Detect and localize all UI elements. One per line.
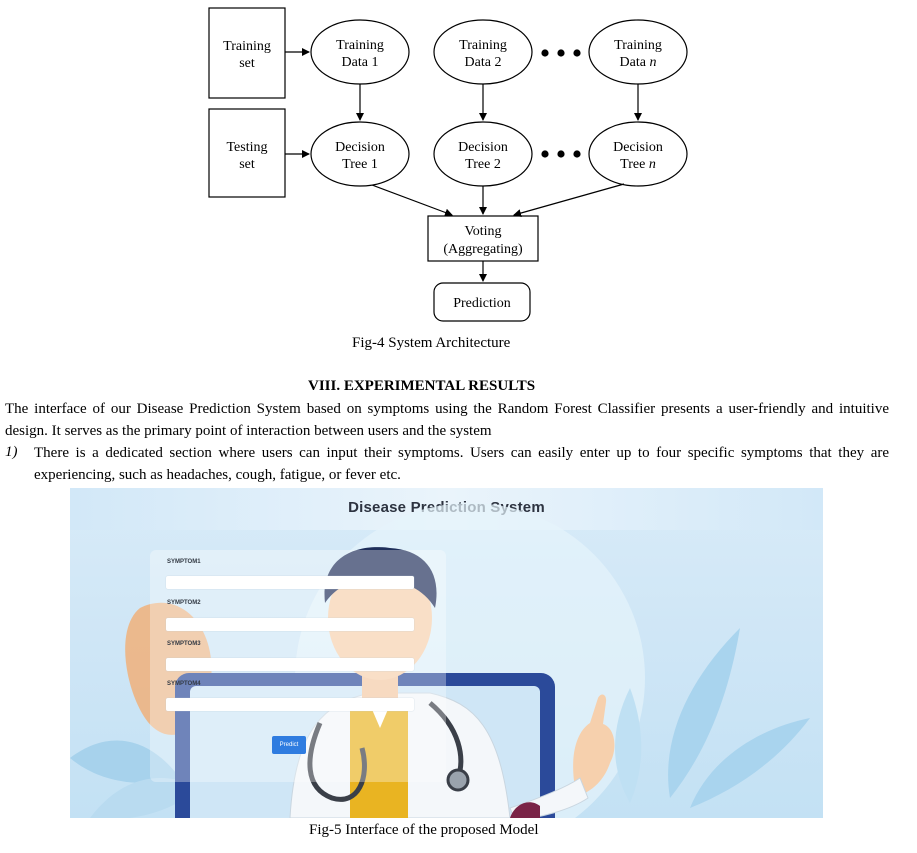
training-set-label-line1: Training — [223, 39, 271, 54]
decision-tree-n-node: Decision Tree n — [588, 121, 688, 187]
training-data-n-node: Training Data n — [588, 19, 688, 85]
symptom3-label: SYMPTOM3 — [167, 641, 201, 647]
stethoscope-tube — [307, 722, 367, 802]
decision-tree-2-line1: Decision — [458, 140, 508, 155]
figure-5-caption: Fig-5 Interface of the proposed Model — [309, 822, 539, 838]
clipboard-corner — [510, 802, 540, 818]
voting-box: Voting (Aggregating) — [427, 215, 539, 262]
decision-tree-1-line1: Decision — [335, 140, 385, 155]
training-data-2-line2: Data 2 — [465, 55, 502, 70]
symptom4-input[interactable] — [166, 698, 414, 711]
interface-screenshot: Disease Prediction System — [70, 488, 823, 818]
training-set-label-line2: set — [239, 56, 255, 71]
decision-tree-1-node: Decision Tree 1 — [310, 121, 410, 187]
ellipsis-dots-top — [541, 49, 581, 57]
decision-tree-n-line2: Tree n — [620, 157, 656, 172]
decision-tree-2-line2: Tree 2 — [465, 157, 501, 172]
diagram-arrows — [285, 48, 642, 282]
symptom2-input[interactable] — [166, 618, 414, 631]
training-data-1-line2: Data 1 — [342, 55, 379, 70]
symptom1-input[interactable] — [166, 576, 414, 589]
training-data-1-node: Training Data 1 — [310, 19, 410, 85]
decision-tree-2-node: Decision Tree 2 — [433, 121, 533, 187]
prediction-box: Prediction — [433, 282, 531, 322]
list-item-text: There is a dedicated section where users… — [34, 445, 889, 483]
section-paragraph: The interface of our Disease Prediction … — [5, 401, 889, 439]
symptom4-label: SYMPTOM4 — [167, 681, 201, 687]
training-data-n-line2: Data n — [620, 55, 657, 70]
training-data-n-line1: Training — [614, 38, 662, 53]
training-data-1-line1: Training — [336, 38, 384, 53]
ellipsis-dots-bottom — [541, 150, 581, 158]
training-set-box: Training set — [208, 7, 286, 99]
voting-label-line1: Voting — [464, 224, 501, 239]
symptom3-input[interactable] — [166, 658, 414, 671]
training-data-2-line1: Training — [459, 38, 507, 53]
decision-tree-n-line1: Decision — [613, 140, 663, 155]
predict-button[interactable]: Predict — [272, 736, 306, 754]
arrow-tree1-to-voting — [371, 184, 453, 217]
doctor-hand — [573, 694, 615, 793]
stethoscope-chestpiece — [446, 768, 470, 792]
leaf-decoration-left — [70, 740, 200, 818]
testing-set-label-line2: set — [239, 157, 255, 172]
arrow-treen-to-voting — [513, 183, 625, 217]
figure-4-caption: Fig-4 System Architecture — [352, 335, 511, 351]
voting-label-line2: (Aggregating) — [443, 242, 523, 257]
section-heading: VIII. EXPERIMENTAL RESULTS — [308, 378, 536, 394]
list-item-number: 1) — [5, 444, 18, 460]
prediction-label: Prediction — [453, 296, 511, 311]
testing-set-box: Testing set — [208, 108, 286, 198]
symptom2-label: SYMPTOM2 — [167, 600, 201, 606]
decision-tree-1-line2: Tree 1 — [342, 157, 378, 172]
doctor-shirt — [350, 708, 408, 818]
training-data-2-node: Training Data 2 — [433, 19, 533, 85]
system-architecture-diagram: Training set Testing set Training Data 1… — [208, 7, 688, 322]
testing-set-label-line1: Testing — [226, 140, 267, 155]
leaf-decoration-right — [615, 628, 810, 808]
symptom1-label: SYMPTOM1 — [167, 559, 201, 565]
